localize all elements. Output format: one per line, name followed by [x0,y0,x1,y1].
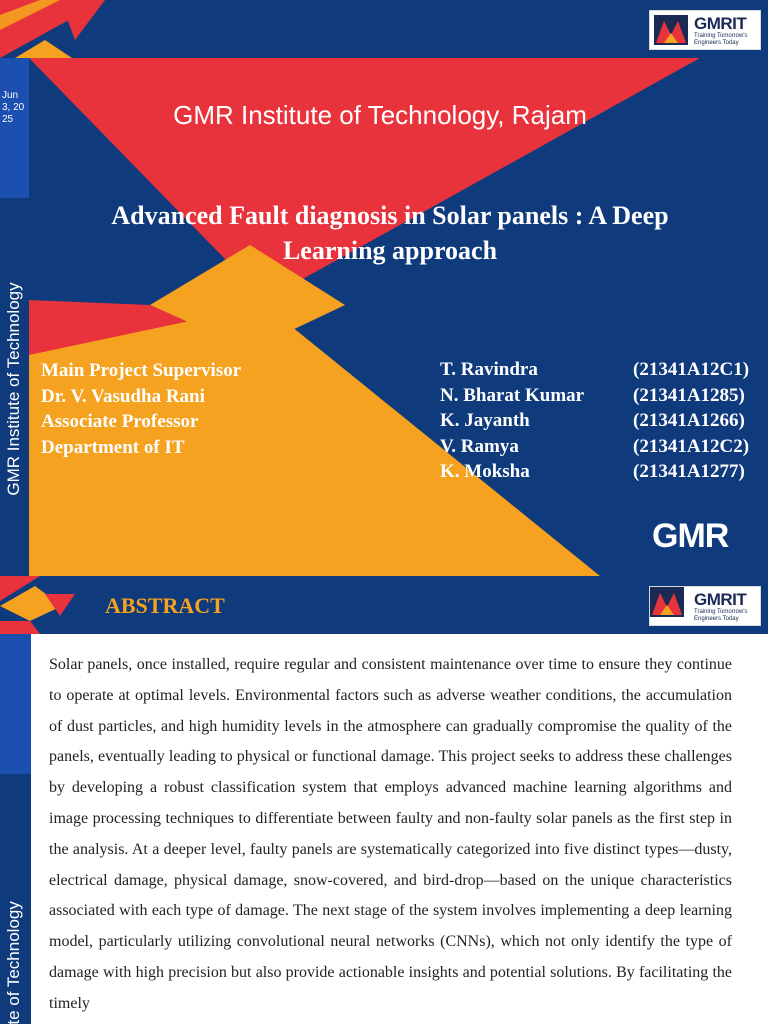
supervisor-designation: Associate Professor [41,411,199,432]
student-name: K. Moksha [440,461,530,482]
student-row: V. Ramya (21341A12C2) [440,434,768,460]
student-name: V. Ramya [440,435,519,457]
side-institute-text: Institute of Technology [4,901,23,1024]
gmr-logo: GMR [652,517,729,555]
student-id: (21341A12C2) [633,435,750,457]
side-strip: Institute of Technology [0,634,31,1024]
student-row: T. Ravindra (21341A12C1) [440,357,768,383]
logo-wordmark: GMRIT [694,14,747,33]
title-slide: Jun 3, 2025 GMR Institute of Technology … [0,0,768,576]
supervisor-block: Main Project Supervisor Dr. V. Vasudha R… [41,358,241,460]
abstract-slide: ABSTRACT GMRIT Training Tomorrow's Engin… [0,576,768,1024]
abstract-body: Solar panels, once installed, require re… [49,656,732,1012]
supervisor-name: Dr. V. Vasudha Rani [41,385,205,407]
student-id: (21341A1266) [633,410,745,431]
logo-tagline: Training Tomorrow's Engineers Today [694,609,748,622]
date-box: Jun 3, 2025 [0,58,29,198]
student-id: (21341A1277) [633,461,745,482]
student-row: K. Moksha (21341A1277) [440,459,768,485]
logo-wordmark: GMRIT [694,590,747,609]
logo-tagline: Training Tomorrow's Engineers Today [694,33,748,46]
gmrit-logo: GMRIT Training Tomorrow's Engineers Toda… [649,586,761,626]
student-id: (21341A12C1) [633,359,750,380]
institute-title: GMR Institute of Technology, Rajam [173,100,587,130]
project-title: Advanced Fault diagnosis in Solar panels… [111,201,669,265]
student-id: (21341A1285) [633,384,745,406]
student-list: T. Ravindra (21341A12C1) N. Bharat Kumar… [440,357,768,485]
gmrit-logo-mark-icon [654,15,688,45]
supervisor-role: Main Project Supervisor [41,360,242,381]
student-name: T. Ravindra [440,359,538,380]
side-strip-cap [0,634,31,774]
header-shapes [0,576,75,634]
gmrit-logo-mark-icon [650,587,684,617]
slide-date: Jun 3, 2025 [2,90,25,125]
abstract-heading: ABSTRACT [105,593,225,618]
student-name: K. Jayanth [440,410,530,431]
student-row: K. Jayanth (21341A1266) [440,408,768,434]
side-strip: Jun 3, 2025 GMR Institute of Technology [0,58,29,576]
gmrit-logo: GMRIT Training Tomorrow's Engineers Toda… [649,10,761,50]
background-shapes [0,0,700,576]
side-institute-text: GMR Institute of Technology [4,282,23,496]
student-row: N. Bharat Kumar (21341A1285) [440,383,768,409]
student-name: N. Bharat Kumar [440,384,585,406]
abstract-header: ABSTRACT GMRIT Training Tomorrow's Engin… [0,576,768,634]
supervisor-department: Department of IT [41,436,185,458]
